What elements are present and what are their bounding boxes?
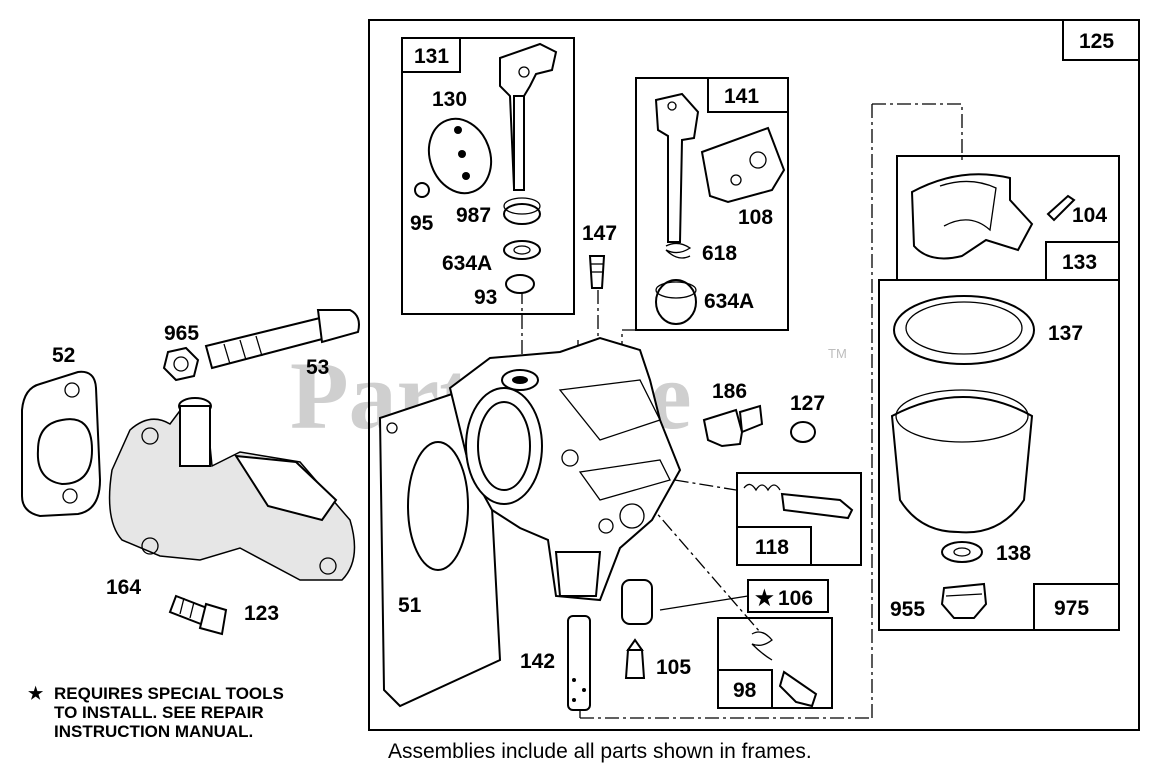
note-line-3: INSTRUCTION MANUAL. [54, 722, 254, 741]
frame-133-label: 133 [1062, 251, 1097, 274]
stud-53 [204, 309, 360, 370]
label-138: 138 [996, 542, 1031, 565]
frame-141: 141 [635, 77, 789, 331]
frame-131-label: 131 [414, 45, 449, 68]
cap-127 [790, 421, 816, 443]
screw-123 [168, 594, 228, 636]
nut-965 [162, 346, 200, 382]
frame-975: 975 [878, 279, 1120, 631]
frame-118-label: 118 [755, 536, 789, 559]
special-tools-note: ★ REQUIRES SPECIAL TOOLS TO INSTALL. SEE… [28, 684, 358, 741]
assemblies-caption: Assemblies include all parts shown in fr… [388, 740, 812, 763]
label-965: 965 [164, 322, 199, 345]
label-130: 130 [432, 88, 467, 111]
part-labels: 52 965 53 164 123 51 130 95 987 634A 93 … [52, 88, 1107, 679]
label-186: 186 [712, 380, 747, 403]
frame-98: 98 [717, 617, 833, 709]
label-955: 955 [890, 598, 925, 621]
label-147: 147 [582, 222, 617, 245]
frame-106-star: ★ [755, 587, 774, 610]
parts-frame-133 [910, 173, 1076, 260]
label-618: 618 [702, 242, 737, 265]
needle-105 [624, 638, 646, 679]
label-987: 987 [456, 204, 491, 227]
frame-118: 118 [736, 472, 862, 566]
label-95: 95 [410, 212, 434, 235]
tube-142 [567, 615, 591, 711]
frame-106-label: 106 [778, 587, 813, 610]
frame-975-label: 975 [1054, 597, 1089, 620]
note-line-1: REQUIRES SPECIAL TOOLS [54, 684, 284, 703]
label-127: 127 [790, 392, 825, 415]
parts-frame-141 [654, 92, 786, 325]
label-52: 52 [52, 344, 75, 367]
parts-frame-118 [743, 483, 854, 520]
seat-106 [621, 579, 653, 625]
watermark-trademark: TM [828, 346, 847, 361]
frame-125-label: 125 [1079, 30, 1114, 53]
note-line-2: TO INSTALL. SEE REPAIR [54, 703, 264, 722]
frame-141-label: 141 [724, 85, 759, 108]
label-53: 53 [306, 356, 329, 379]
label-142: 142 [520, 650, 555, 673]
label-137: 137 [1048, 322, 1083, 345]
parts-frame-131 [414, 42, 558, 294]
label-123: 123 [244, 602, 279, 625]
star-icon: ★ [28, 684, 44, 703]
elbow-186 [702, 404, 764, 448]
frame-125: 125 [368, 19, 1140, 731]
frame-106: ★ 106 [747, 579, 829, 613]
gasket-52 [21, 370, 102, 518]
label-164: 164 [106, 576, 141, 599]
frame-131: 131 [401, 37, 575, 315]
parts-frame-98 [751, 631, 818, 708]
frame-133: 133 [896, 155, 1120, 281]
frame-98-label: 98 [733, 679, 757, 702]
label-634a-1: 634A [442, 252, 492, 275]
intake-manifold-164 [108, 397, 356, 581]
label-93: 93 [474, 286, 497, 309]
label-51: 51 [398, 594, 422, 617]
carburetor-body [448, 336, 682, 602]
parts-frame-975 [890, 295, 1035, 619]
screw-147 [588, 255, 606, 289]
label-105: 105 [656, 656, 691, 679]
label-104: 104 [1072, 204, 1107, 227]
label-108: 108 [738, 206, 773, 229]
label-634a-2: 634A [704, 290, 754, 313]
